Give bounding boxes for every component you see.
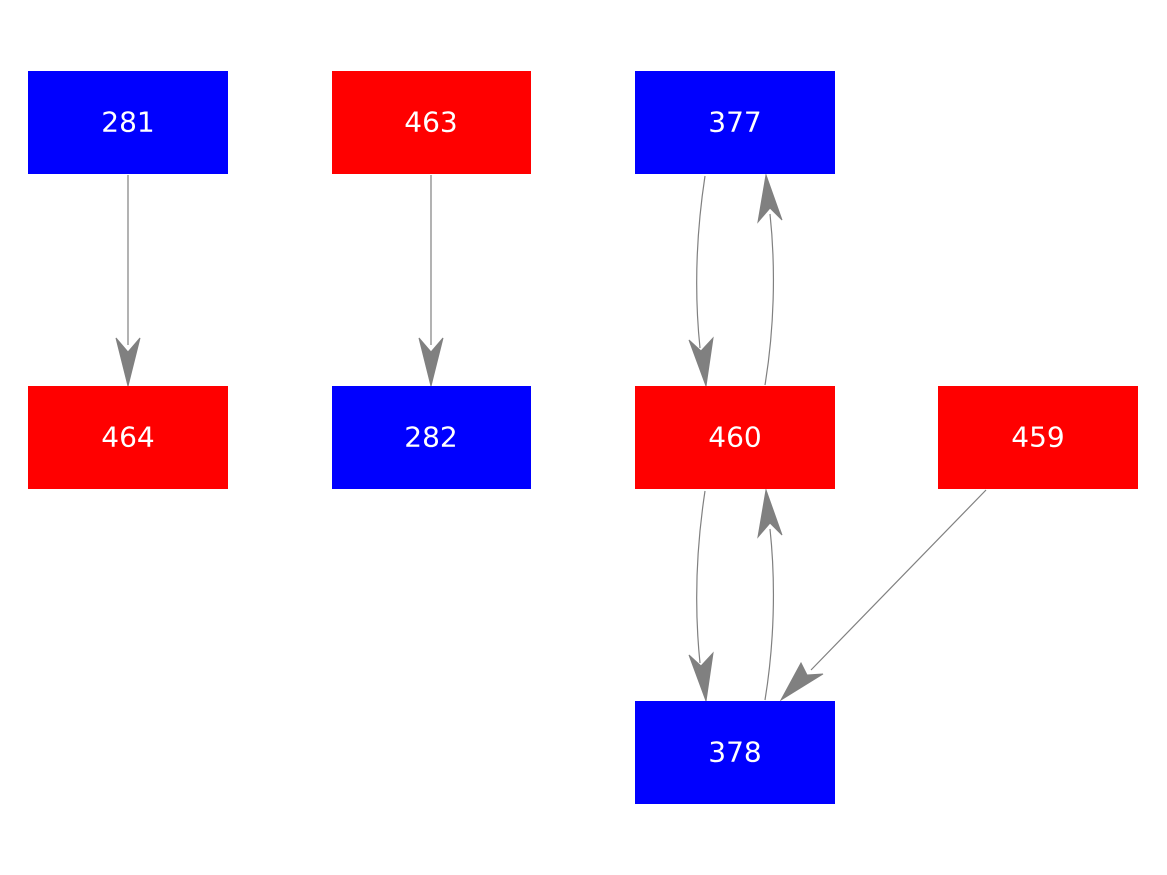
edge-line bbox=[764, 528, 775, 701]
node-box bbox=[635, 386, 835, 489]
node-282[interactable]: 282 bbox=[332, 386, 531, 489]
node-459[interactable]: 459 bbox=[938, 386, 1138, 489]
node-box bbox=[332, 386, 531, 489]
arrowhead bbox=[779, 661, 824, 702]
edge-459-to-378 bbox=[779, 489, 987, 702]
node-460[interactable]: 460 bbox=[635, 386, 835, 489]
edge-line bbox=[695, 175, 706, 349]
edge-281-to-464 bbox=[115, 175, 141, 387]
node-box bbox=[28, 386, 228, 489]
edge-line bbox=[764, 213, 775, 386]
node-label: 464 bbox=[101, 421, 154, 454]
node-463[interactable]: 463 bbox=[332, 71, 531, 174]
node-box bbox=[28, 71, 228, 174]
arrowhead bbox=[688, 336, 714, 387]
edges bbox=[115, 173, 987, 702]
edge-460-to-378 bbox=[688, 490, 714, 702]
edge-378-to-460 bbox=[757, 488, 783, 701]
edge-line bbox=[695, 490, 706, 664]
node-label: 281 bbox=[101, 106, 154, 139]
node-box bbox=[938, 386, 1138, 489]
edge-line bbox=[810, 489, 987, 671]
edge-460-to-377 bbox=[757, 173, 783, 386]
node-label: 460 bbox=[708, 421, 761, 454]
node-378[interactable]: 378 bbox=[635, 701, 835, 804]
node-box bbox=[332, 71, 531, 174]
edge-463-to-282 bbox=[418, 175, 444, 387]
node-box bbox=[635, 71, 835, 174]
arrowhead bbox=[757, 488, 783, 539]
arrowhead bbox=[115, 337, 141, 387]
node-label: 282 bbox=[404, 421, 457, 454]
edge-377-to-460 bbox=[688, 175, 714, 387]
arrowhead bbox=[688, 651, 714, 702]
arrowhead bbox=[757, 173, 783, 224]
node-label: 463 bbox=[404, 106, 457, 139]
nodes: 281 463 377 464 282 460 459 378 bbox=[28, 71, 1138, 804]
node-label: 377 bbox=[708, 106, 761, 139]
node-281[interactable]: 281 bbox=[28, 71, 228, 174]
arrowhead bbox=[418, 337, 444, 387]
node-label: 378 bbox=[708, 736, 761, 769]
node-464[interactable]: 464 bbox=[28, 386, 228, 489]
node-377[interactable]: 377 bbox=[635, 71, 835, 174]
node-box bbox=[635, 701, 835, 804]
node-label: 459 bbox=[1011, 421, 1064, 454]
